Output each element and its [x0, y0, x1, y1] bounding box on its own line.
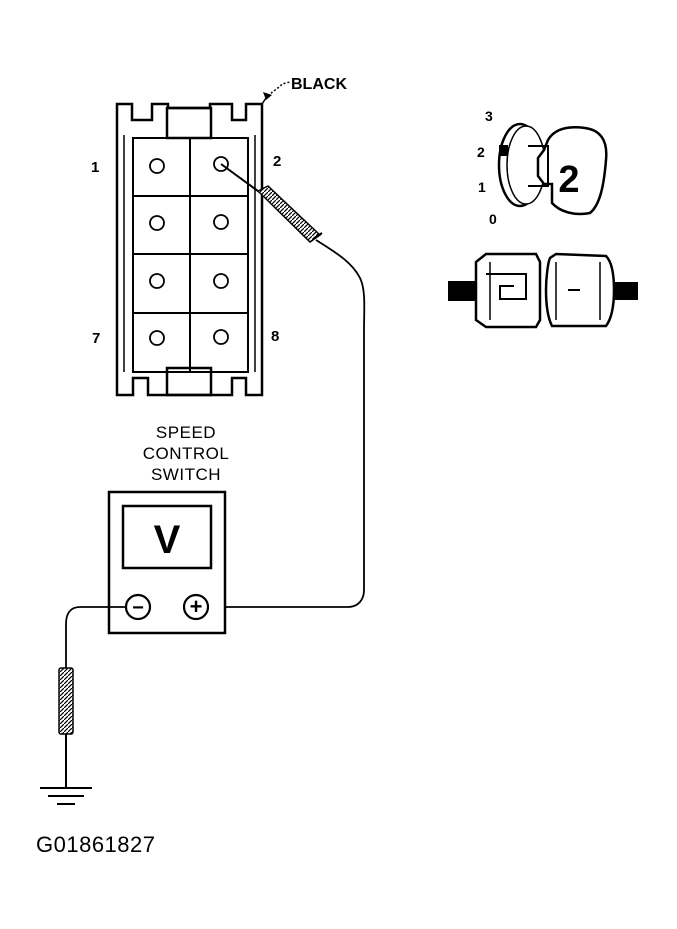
disconnected-connector-icon	[448, 252, 638, 329]
pin-cavity-1	[149, 158, 165, 174]
pin-label-8: 8	[271, 328, 279, 345]
pin-cavity-7	[149, 330, 165, 346]
wire-color-callout: BLACK	[263, 76, 347, 100]
pin-label-2: 2	[273, 153, 281, 170]
harness-connector	[115, 94, 269, 397]
ignition-position-1: 1	[478, 179, 486, 195]
pin-cavity-5	[149, 273, 165, 289]
ignition-position-2: 2	[477, 144, 485, 160]
voltmeter-display-text: V	[154, 518, 181, 562]
negative-terminal-symbol: −	[132, 597, 144, 619]
ignition-position-0: 0	[489, 211, 497, 227]
connector-pin-cavities	[149, 156, 229, 346]
ignition-position-3: 3	[485, 108, 493, 124]
positive-terminal-symbol: +	[190, 594, 203, 619]
pin-cavity-3	[149, 215, 165, 231]
negative-probe	[58, 606, 126, 788]
ignition-key-icon: 2	[497, 122, 608, 216]
positive-terminal	[182, 593, 210, 621]
voltmeter-display	[121, 504, 213, 570]
switch-title-line-1: SPEED	[156, 423, 216, 442]
pin-label-7: 7	[92, 330, 100, 347]
voltmeter: V − +	[107, 490, 227, 635]
pin-cavity-8	[213, 329, 229, 345]
positive-probe	[212, 163, 366, 608]
position-pointer	[499, 145, 508, 156]
pin-label-1: 1	[91, 159, 99, 176]
pin-cavity-6	[213, 273, 229, 289]
figure-id: G01861827	[36, 832, 156, 857]
switch-title-line-2: CONTROL	[143, 444, 230, 463]
key-number-label: 2	[558, 159, 579, 201]
switch-title-line-3: SWITCH	[151, 465, 221, 484]
pin-cavity-4	[213, 214, 229, 230]
wire-color-label: BLACK	[291, 76, 347, 93]
ground-symbol	[40, 787, 92, 805]
